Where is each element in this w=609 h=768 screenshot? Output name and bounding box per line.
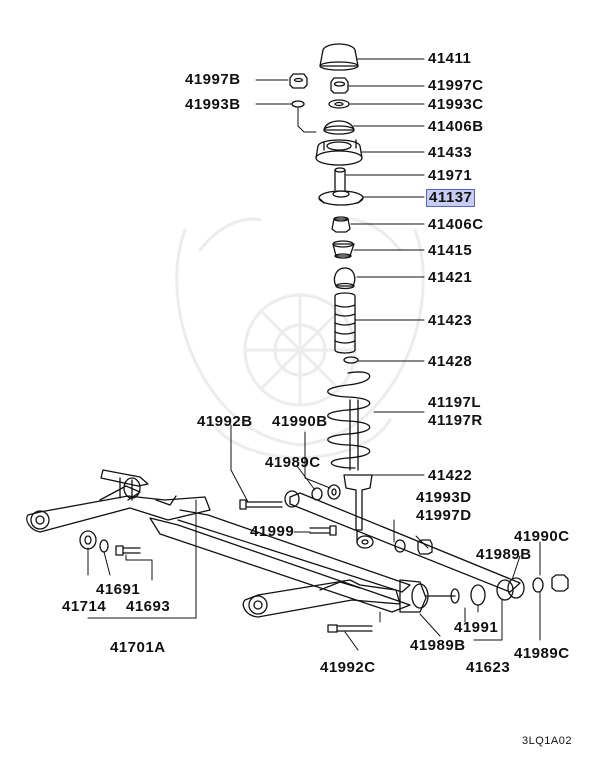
bolt-41992B — [239, 499, 283, 510]
bump-stop-41421 — [333, 267, 356, 290]
label-41999: 41999 — [250, 523, 295, 540]
lateral-rod — [284, 490, 525, 599]
label-41428: 41428 — [428, 353, 473, 370]
bolt-41999 — [309, 525, 337, 536]
washer-41990B — [327, 484, 341, 500]
ring-41428 — [343, 356, 359, 364]
watermark-emblem — [175, 217, 425, 459]
washer-41691 — [99, 539, 109, 553]
label-41997B: 41997B — [185, 71, 241, 88]
nut-41997B — [289, 73, 308, 89]
label-41406C: 41406C — [428, 216, 484, 233]
bushing-41714 — [79, 530, 97, 550]
nut-41990C — [551, 574, 569, 592]
label-41997C: 41997C — [428, 77, 484, 94]
dust-cap-41411 — [319, 43, 359, 71]
label-41411: 41411 — [428, 50, 472, 67]
label-41991: 41991 — [454, 619, 499, 636]
nut-41997D — [417, 539, 433, 555]
label-41971: 41971 — [428, 167, 473, 184]
label-41993D: 41993D — [416, 489, 472, 506]
label-41989C-bottom: 41989C — [514, 645, 570, 662]
label-41406B: 41406B — [428, 118, 484, 135]
bushing-41406C — [331, 216, 351, 233]
cross-beam-41701A — [149, 509, 411, 613]
label-41990C: 41990C — [514, 528, 570, 545]
bolt-41992C — [327, 624, 373, 633]
label-41992C: 41992C — [320, 659, 376, 676]
leader-lines — [87, 58, 541, 651]
label-41993B: 41993B — [185, 96, 241, 113]
figure-code: 3LQ1A02 — [522, 735, 572, 747]
nut-41997C — [330, 77, 349, 94]
label-41989C-top: 41989C — [265, 454, 321, 471]
bushing-41406B — [323, 120, 355, 135]
label-41993C: 41993C — [428, 96, 484, 113]
label-41989B-bottom: 41989B — [410, 637, 466, 654]
label-41691: 41691 — [96, 581, 141, 598]
label-41423: 41423 — [428, 312, 473, 329]
shock-absorber-41422 — [343, 399, 374, 549]
coil-spring-41197 — [327, 371, 371, 469]
label-41693: 41693 — [126, 598, 171, 615]
label-41997D: 41997D — [416, 507, 472, 524]
label-41137-highlighted: 41137 — [426, 189, 476, 207]
label-41422: 41422 — [428, 467, 473, 484]
washer-41993D — [394, 539, 406, 553]
upper-mount-41433 — [315, 139, 363, 166]
spacer-41971 — [334, 167, 346, 191]
label-41989B-right: 41989B — [476, 546, 532, 563]
washer-41993B — [291, 100, 305, 108]
washer-41993C — [328, 99, 350, 109]
label-41714: 41714 — [62, 598, 107, 615]
trailing-arm-left — [26, 469, 211, 533]
trailing-arm-right — [242, 579, 460, 618]
label-41197L: 41197L — [428, 394, 482, 411]
bearing-41137 — [318, 190, 364, 206]
washer-41990C — [532, 577, 544, 593]
boot-41423 — [334, 292, 356, 354]
label-41415: 41415 — [428, 242, 473, 259]
nut-41989C-top — [311, 487, 323, 501]
label-41197R: 41197R — [428, 412, 483, 429]
label-41701A: 41701A — [110, 639, 166, 656]
seat-41415 — [332, 240, 355, 259]
label-41623: 41623 — [466, 659, 511, 676]
label-41421: 41421 — [428, 269, 473, 286]
label-41990B: 41990B — [272, 413, 328, 430]
washer-41991 — [470, 584, 486, 606]
bolt-41693 — [115, 545, 141, 556]
bushing-41989B-right — [496, 579, 514, 601]
label-41992B: 41992B — [197, 413, 253, 430]
label-41433: 41433 — [428, 144, 473, 161]
